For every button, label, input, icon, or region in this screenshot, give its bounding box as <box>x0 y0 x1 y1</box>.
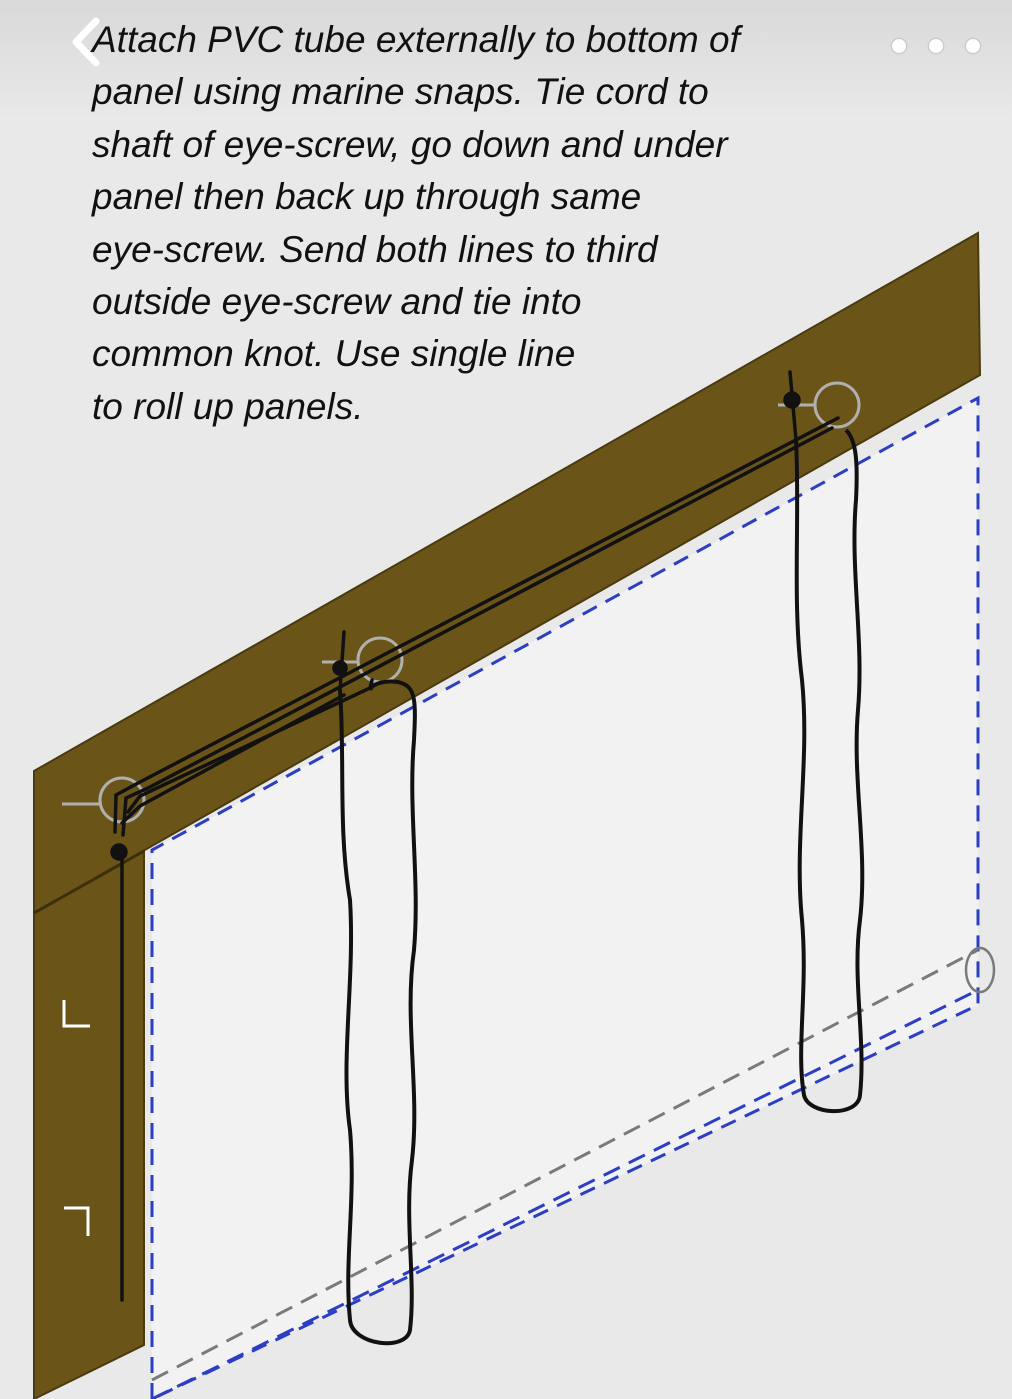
more-dot <box>966 39 980 53</box>
cord-loop-middle <box>338 679 418 1346</box>
chevron-left-icon <box>72 17 100 67</box>
wood-beam <box>33 231 982 915</box>
more-options-button[interactable] <box>892 28 980 64</box>
pvc-tube <box>151 946 996 1399</box>
wood-joint-line <box>33 849 145 915</box>
panel-outline <box>150 395 980 1399</box>
more-dot <box>929 39 943 53</box>
fabric-panel <box>152 398 978 1399</box>
top-bar <box>0 0 1012 120</box>
snap-markers <box>62 1000 90 1236</box>
more-dot <box>892 39 906 53</box>
wood-post <box>33 849 145 1399</box>
instructions-text: Attach PVC tube externally to bottom of … <box>92 19 740 427</box>
cord-loop-right <box>794 428 865 1114</box>
back-button[interactable] <box>62 14 110 70</box>
cord-lines <box>110 370 840 1302</box>
